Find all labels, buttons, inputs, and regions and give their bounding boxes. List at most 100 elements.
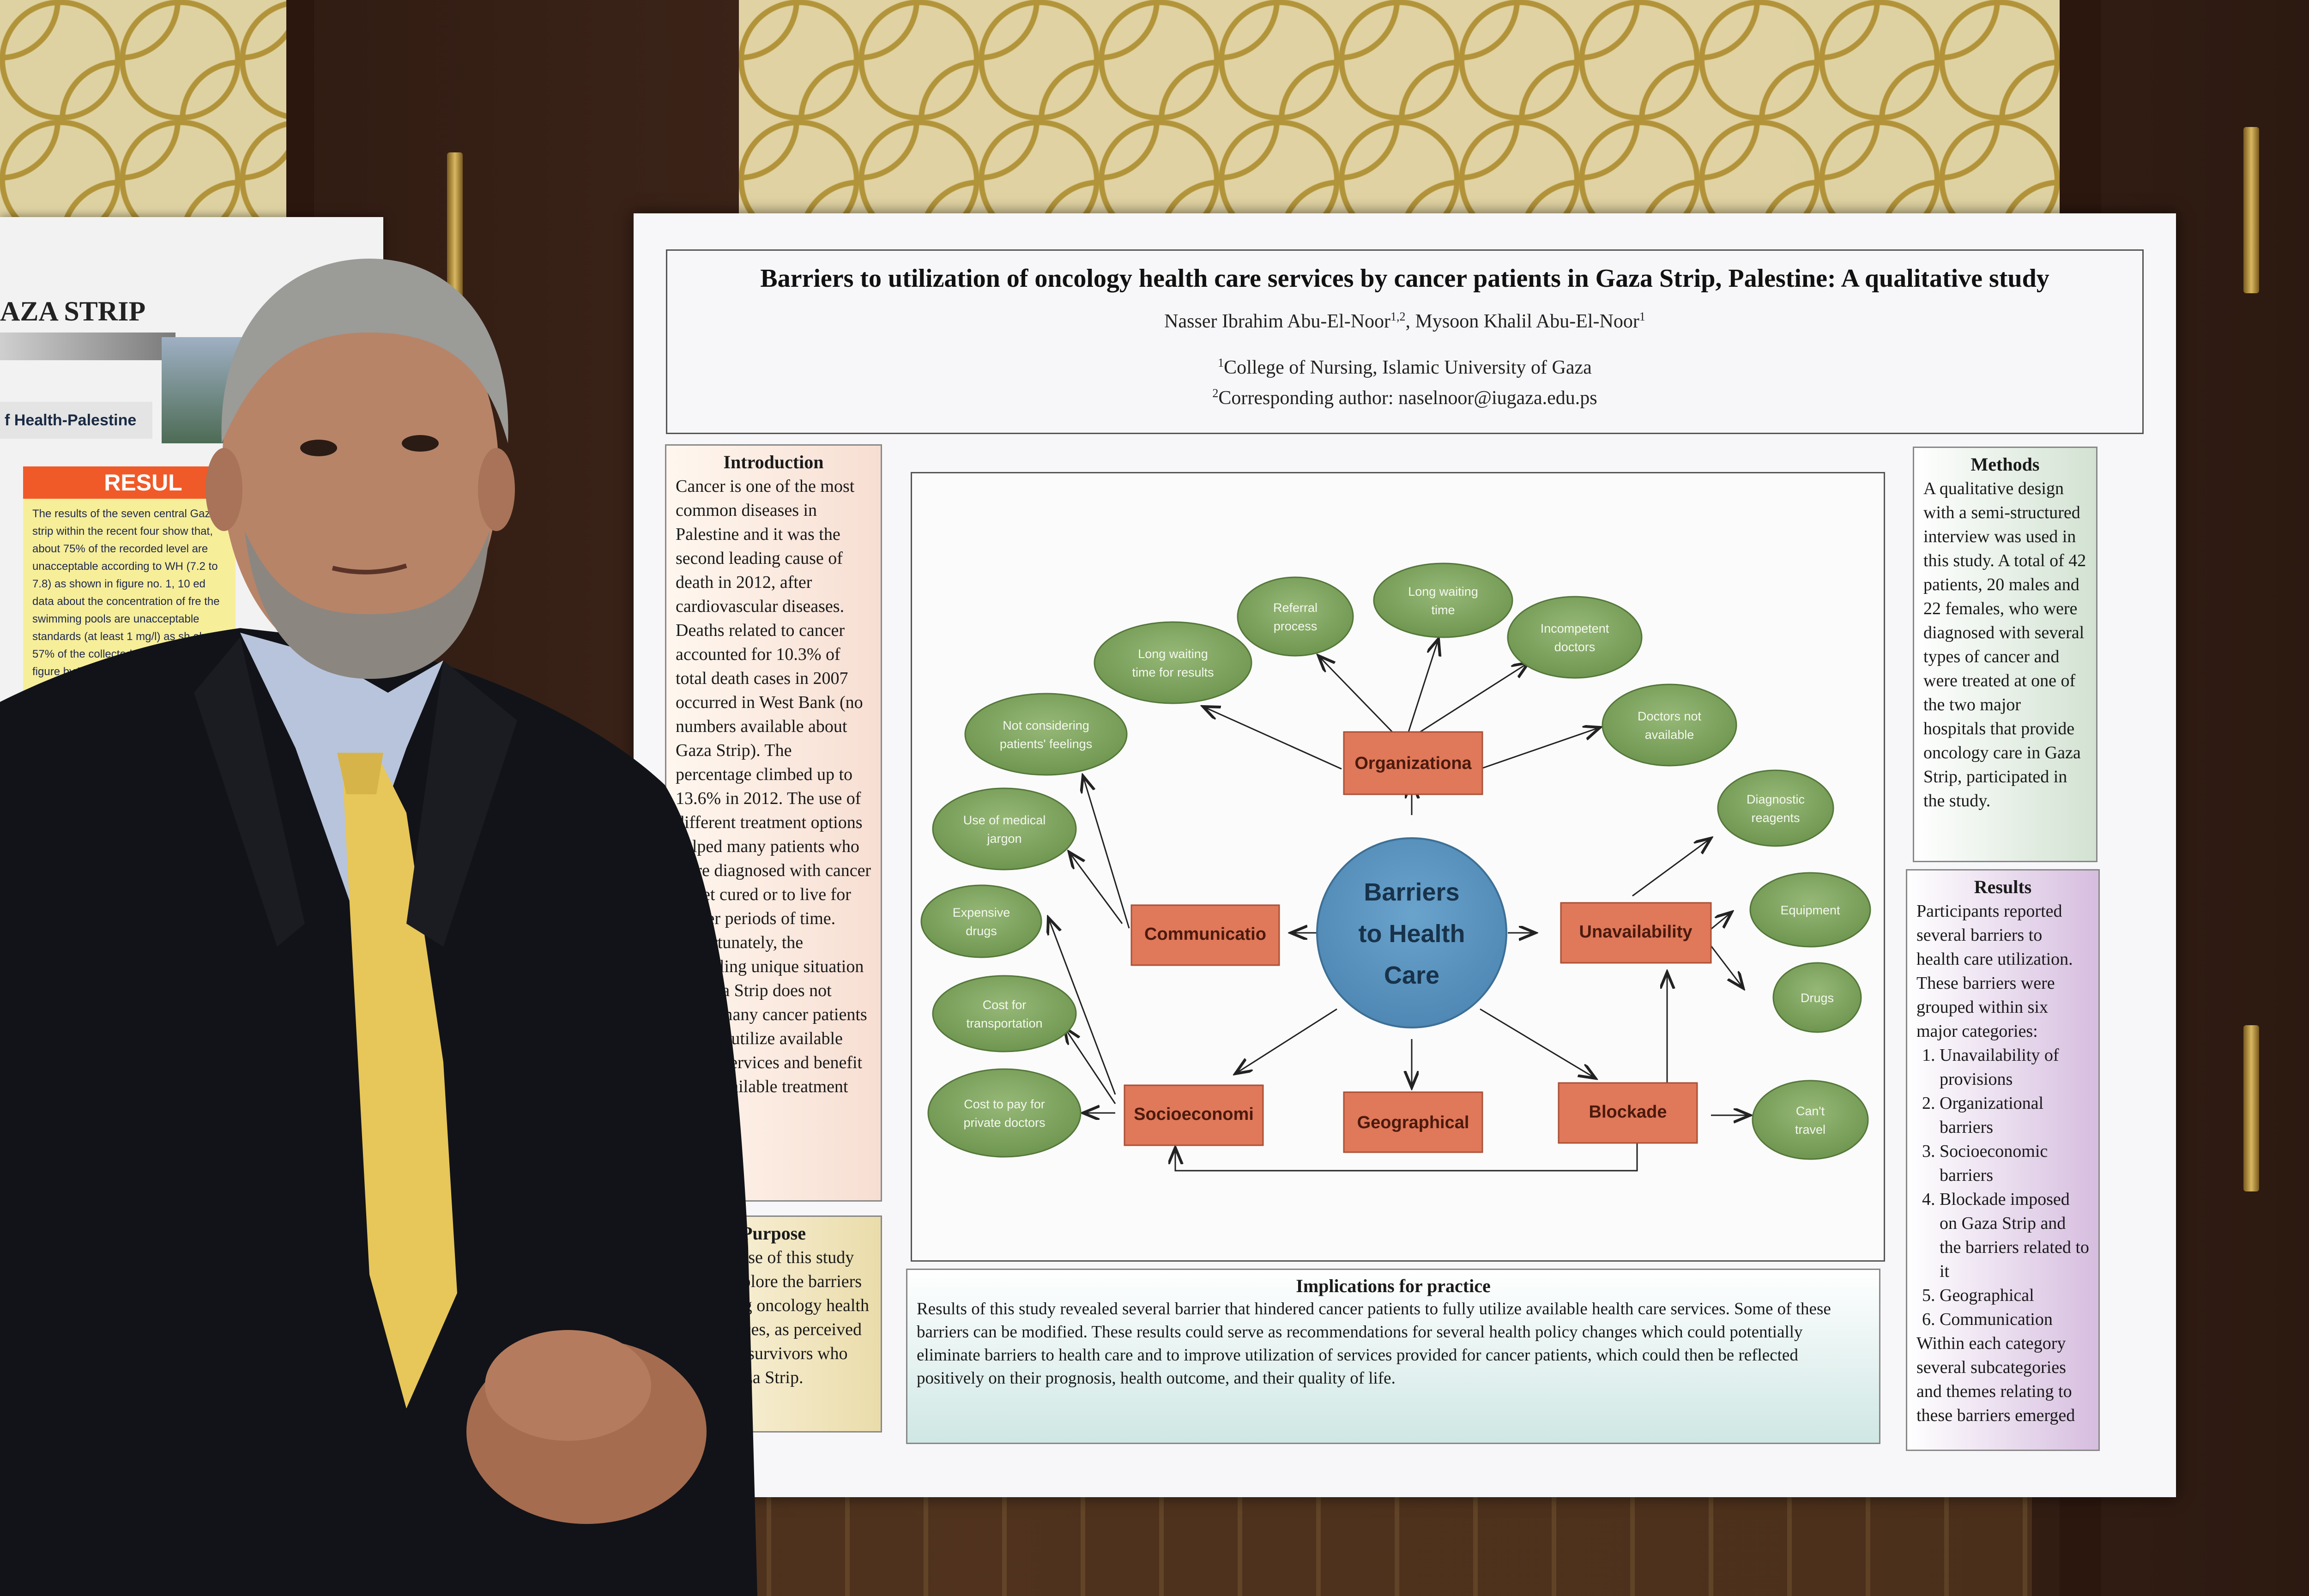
door-hinge-right-bottom xyxy=(2243,1025,2259,1191)
subtheme-incompetent-doctors: Incompetent doctors xyxy=(1507,596,1643,679)
subtheme-label: Not considering xyxy=(1003,719,1089,732)
subtheme-diagnostic-reagents: Diagnostic reagents xyxy=(1717,769,1834,847)
category-socioeconomic: Socioeconomi xyxy=(1124,1084,1264,1146)
subtheme-label: available xyxy=(1645,728,1694,742)
center-label: Barriers to Health Care xyxy=(1358,878,1465,989)
subtheme-label: jargon xyxy=(986,832,1022,846)
diagram-connectors xyxy=(1048,639,1750,1115)
category-label: Blockade xyxy=(1589,1102,1667,1122)
category-label: Socioeconomi xyxy=(1134,1105,1254,1124)
category-label: Communicatio xyxy=(1144,925,1266,944)
subtheme-label: private doctors xyxy=(963,1116,1045,1130)
category-communication: Communicatio xyxy=(1130,904,1280,966)
subtheme-label: drugs xyxy=(966,924,997,938)
results-outro: Within each category several subcategori… xyxy=(1916,1334,2075,1425)
subtheme-label: process xyxy=(1274,619,1318,633)
center-label-line: Care xyxy=(1384,961,1439,989)
subtheme-label: Expensive xyxy=(953,906,1010,919)
subtheme-label: Cost to pay for xyxy=(964,1097,1045,1111)
subtheme-label: time for results xyxy=(1132,665,1214,679)
category-unavailability: Unavailability xyxy=(1560,902,1712,964)
implications-text: Results of this study revealed several b… xyxy=(917,1300,1831,1388)
barriers-diagram: Barriers to Health Care Organizationa Co… xyxy=(911,472,1885,1262)
subtheme-not-considering-feelings: Not considering patients' feelings xyxy=(964,693,1128,776)
introduction-heading: Introduction xyxy=(723,452,824,472)
poster-header: Barriers to utilization of oncology heal… xyxy=(666,249,2144,434)
author-2: Mysoon Khalil Abu-El-Noor xyxy=(1415,311,1639,332)
category-geographical: Geographical xyxy=(1343,1091,1483,1153)
subtheme-expensive-drugs: Expensive drugs xyxy=(920,884,1042,958)
research-poster: Barriers to utilization of oncology heal… xyxy=(634,213,2176,1497)
subtheme-label: Doctors not xyxy=(1638,709,1702,723)
subtheme-equipment: Equipment xyxy=(1749,872,1871,948)
author-separator: , xyxy=(1405,311,1415,332)
subtheme-medical-jargon: Use of medical jargon xyxy=(932,787,1077,871)
category-organizational: Organizationa xyxy=(1343,731,1483,795)
left-poster-results-label: RESUL xyxy=(23,466,263,499)
purpose-text: The purpose of this study was to explore… xyxy=(676,1248,869,1387)
purpose-box: Purpose The purpose of this study was to… xyxy=(665,1215,882,1433)
gold-lattice-left xyxy=(0,0,286,222)
left-poster-text: The results of the seven central Gaza st… xyxy=(23,499,236,757)
left-poster-strip xyxy=(0,332,175,360)
methods-text: A qualitative design with a semi-structu… xyxy=(1923,479,2086,810)
category-blockade: Blockade xyxy=(1558,1082,1698,1144)
subtheme-drugs: Drugs xyxy=(1772,962,1862,1033)
category-label: Geographical xyxy=(1357,1113,1469,1132)
results-item: Socioeconomic barriers xyxy=(1940,1139,2089,1187)
affil-college: College of Nursing, Islamic University o… xyxy=(1224,357,1592,378)
results-heading: Results xyxy=(1974,877,2032,897)
center-label-line: Barriers xyxy=(1364,878,1459,906)
blockade-socioeconomic-connector xyxy=(1175,1134,1638,1172)
subtheme-label: transportation xyxy=(966,1016,1042,1030)
author-2-affil: 1 xyxy=(1639,310,1645,323)
category-label: Unavailability xyxy=(1579,922,1692,942)
left-poster: AZA STRIP f Health-Palestine RESUL The r… xyxy=(0,217,383,762)
subtheme-label: travel xyxy=(1795,1123,1825,1137)
subtheme-label: Cost for xyxy=(983,998,1027,1012)
subtheme-label: Incompetent xyxy=(1541,622,1609,635)
door-hinge-left xyxy=(447,152,463,319)
results-box: Results Participants reported several ba… xyxy=(1906,869,2100,1451)
results-item: Geographical xyxy=(1940,1283,2089,1307)
left-poster-photo xyxy=(162,337,245,443)
affil-sup-2: 2 xyxy=(1212,387,1219,400)
subtheme-long-waiting-results: Long waiting time for results xyxy=(1094,621,1252,704)
subtheme-referral-process: Referral process xyxy=(1237,576,1354,657)
subtheme-label: Long waiting xyxy=(1408,585,1478,598)
affil-sup-1: 1 xyxy=(1218,356,1224,369)
implications-heading: Implications for practice xyxy=(1296,1276,1491,1296)
subtheme-label: Use of medical xyxy=(963,813,1046,827)
subtheme-label: time xyxy=(1431,603,1455,617)
results-item: Blockade imposed on Gaza Strip and the b… xyxy=(1940,1187,2089,1283)
methods-heading: Methods xyxy=(1971,454,2040,475)
left-poster-subtitle: f Health-Palestine xyxy=(0,402,152,439)
subtheme-cant-travel: Can't travel xyxy=(1752,1080,1869,1160)
results-item: Communication xyxy=(1940,1307,2089,1331)
results-item: Unavailability of provisions xyxy=(1940,1043,2089,1091)
subtheme-label: patients' feelings xyxy=(1000,737,1092,751)
methods-box: Methods A qualitative design with a semi… xyxy=(1913,447,2097,862)
subtheme-label: doctors xyxy=(1554,640,1596,654)
results-intro: Participants reported several barriers t… xyxy=(1916,901,2073,1041)
door-hinge-right-top xyxy=(2243,127,2259,293)
introduction-text: Cancer is one of the most common disease… xyxy=(676,477,871,1096)
lower-lattice xyxy=(693,1478,2032,1596)
implications-box: Implications for practice Results of thi… xyxy=(906,1269,1880,1444)
barriers-diagram-svg: Barriers to Health Care Organizationa Co… xyxy=(920,562,1871,1172)
author-1-affil: 1,2 xyxy=(1390,310,1406,323)
poster-title: Barriers to utilization of oncology heal… xyxy=(760,264,2049,293)
subtheme-label: Equipment xyxy=(1780,903,1840,917)
subtheme-cost-private-doctors: Cost to pay for private doctors xyxy=(927,1068,1082,1158)
author-1: Nasser Ibrahim Abu-El-Noor xyxy=(1164,311,1391,332)
subtheme-label: Drugs xyxy=(1801,991,1834,1005)
subtheme-label: reagents xyxy=(1751,811,1800,825)
poster-affiliations: 1College of Nursing, Islamic University … xyxy=(667,350,2142,411)
subtheme-cost-transportation: Cost for transportation xyxy=(932,975,1077,1052)
purpose-heading: Purpose xyxy=(741,1223,806,1244)
results-item: Organizational barriers xyxy=(1940,1091,2089,1139)
affil-corresponding: Corresponding author: naselnoor@iugaza.e… xyxy=(1218,387,1597,409)
results-list: Unavailability of provisions Organizatio… xyxy=(1916,1043,2089,1331)
subtheme-label: Long waiting xyxy=(1138,647,1208,661)
subtheme-label: Diagnostic xyxy=(1747,792,1805,806)
